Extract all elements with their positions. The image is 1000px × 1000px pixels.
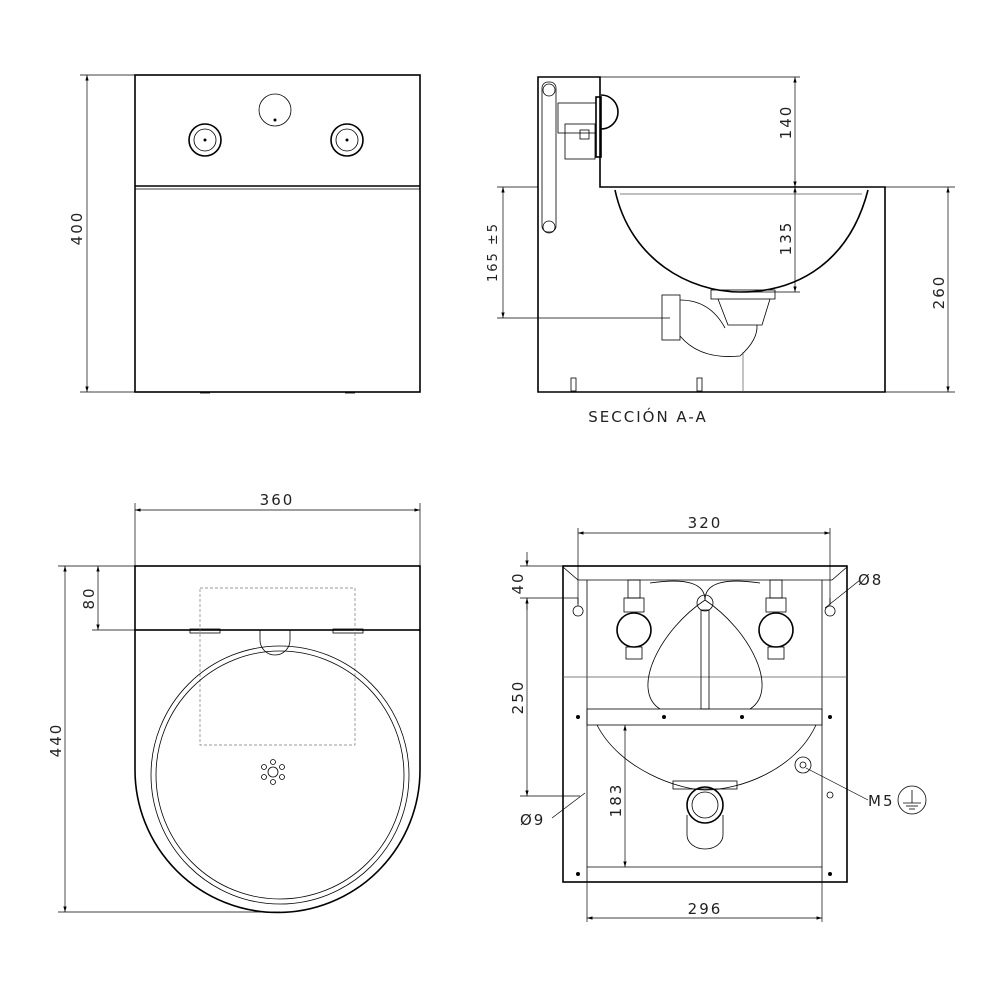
sensor-button-right [330, 123, 364, 157]
sensor-button-left [188, 123, 222, 157]
dimension-height: 400 [68, 74, 135, 393]
dimension-80: 80 [80, 566, 135, 631]
dim-label: 260 [930, 275, 948, 310]
dimension-165: 165 ±5 [486, 186, 670, 319]
drain-icon [261, 759, 285, 785]
top-view: 360 440 80 [47, 491, 421, 914]
callout-ground-screw: M5 [805, 767, 927, 815]
drain-outlet [672, 780, 738, 850]
dim-label: 360 [260, 491, 295, 509]
dim-label: 135 [777, 221, 795, 256]
dimension-440: 440 [47, 565, 280, 913]
callout-label: M5 [868, 792, 895, 810]
dim-label: 80 [80, 586, 98, 609]
dim-label: 400 [68, 211, 86, 246]
valve-right [758, 579, 794, 660]
dimension-360: 360 [134, 491, 421, 566]
dimension-320: 320 [577, 514, 831, 606]
dimension-250: 250 [509, 598, 580, 797]
dim-label: 140 [777, 105, 795, 140]
valve-assembly [541, 81, 619, 234]
dim-label: 250 [509, 680, 527, 715]
dimension-140: 140 [600, 76, 800, 187]
dimension-183: 183 [607, 725, 627, 867]
dimension-296: 296 [586, 882, 823, 922]
mount-holes [576, 715, 832, 876]
dim-label: 165 ±5 [486, 222, 501, 282]
drain-trap [661, 289, 776, 392]
ground-symbol-icon [897, 785, 927, 815]
dimension-260: 260 [885, 186, 955, 393]
front-view: 400 [68, 74, 421, 394]
dim-label: 296 [688, 900, 723, 918]
rear-view: 320 296 40 250 183 Ø8 Ø9 [509, 514, 927, 922]
dim-label: 440 [47, 723, 65, 758]
dimension-40: 40 [509, 552, 578, 610]
callout-hole-bottom: Ø9 [520, 792, 586, 829]
dim-label: 40 [509, 571, 527, 594]
spout-sensor [258, 93, 292, 127]
dim-label: 183 [607, 783, 625, 818]
callout-label: Ø8 [858, 571, 883, 589]
callout-label: Ø9 [520, 811, 545, 829]
valve-left [616, 579, 652, 660]
dim-label: 320 [688, 514, 723, 532]
callout-hole-top: Ø8 [824, 571, 883, 609]
dimension-135: 135 [740, 187, 800, 293]
section-caption: SECCIÓN A-A [588, 407, 707, 426]
section-view: 140 135 260 165 ±5 SECCIÓN A-A [486, 76, 955, 426]
